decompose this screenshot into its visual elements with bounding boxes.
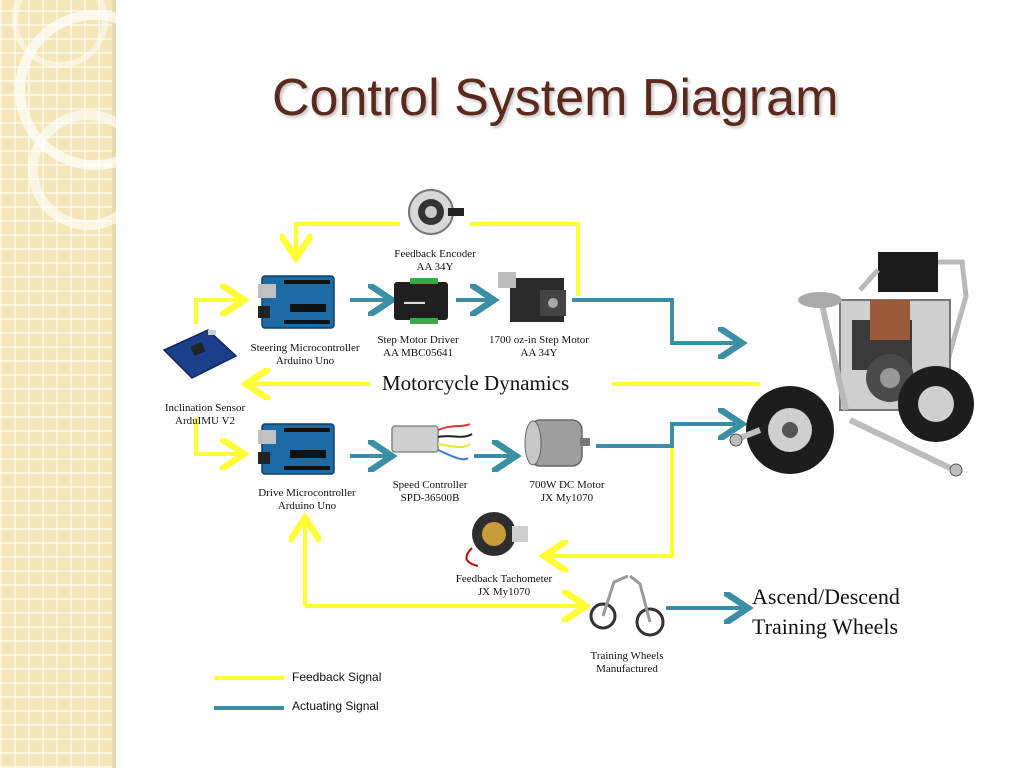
legend-actuating-label: Actuating Signal — [292, 699, 379, 713]
training-wheels-label: Training Wheels Manufactured — [578, 650, 676, 676]
speed-controller-name: Speed Controller — [392, 479, 468, 491]
step-motor-image — [498, 272, 566, 322]
steering-mcu-name: Steering Microcontroller — [250, 342, 360, 354]
legend-feedback-label: Feedback Signal — [292, 670, 382, 684]
feedback-encoder-label: Feedback Encoder AA 34Y — [380, 248, 490, 274]
feedback-tachometer-name: Feedback Tachometer — [455, 573, 553, 585]
step-motor-driver-image: ▬▬▬ — [394, 278, 448, 324]
step-driver-name: Step Motor Driver — [377, 334, 459, 346]
step-motor-model: AA 34Y — [520, 347, 558, 359]
drive-arduino-image — [258, 423, 335, 475]
step-driver-model: AA MBC05641 — [383, 347, 453, 359]
training-wheels-model: Manufactured — [596, 663, 658, 675]
feedback-signal-lines — [194, 222, 760, 606]
dc-motor-label: 700W DC Motor JX My1070 — [512, 479, 622, 505]
steering-mcu-label: Steering Microcontroller Arduino Uno — [240, 342, 370, 368]
drive-mcu-model: Arduino Uno — [277, 500, 337, 512]
dc-motor-name: 700W DC Motor — [529, 479, 605, 491]
speed-controller-label: Speed Controller SPD-36500B — [380, 479, 480, 505]
svg-text:▬▬▬: ▬▬▬ — [404, 299, 425, 306]
inclination-sensor-label: Inclination Sensor ArduIMU V2 — [150, 402, 260, 428]
ascend-descend-line2: Training Wheels — [752, 614, 899, 639]
inclination-sensor-model: ArduIMU V2 — [175, 415, 235, 427]
drive-mcu-name: Drive Microcontroller — [258, 487, 356, 499]
feedback-encoder-image — [408, 189, 464, 235]
motorcycle-image — [729, 252, 974, 477]
motorcycle-dynamics-label: Motorcycle Dynamics — [382, 371, 570, 395]
actuating-signal-lines — [350, 300, 744, 608]
training-wheels-name: Training Wheels — [590, 650, 664, 662]
step-motor-name: 1700 oz-in Step Motor — [489, 334, 589, 346]
step-motor-label: 1700 oz-in Step Motor AA 34Y — [480, 334, 598, 360]
steering-mcu-model: Arduino Uno — [275, 355, 335, 367]
step-driver-label: Step Motor Driver AA MBC05641 — [368, 334, 468, 360]
ascend-descend-annotation: Ascend/Descend Training Wheels — [752, 582, 900, 642]
dc-motor-model: JX My1070 — [540, 492, 594, 504]
drive-mcu-label: Drive Microcontroller Arduino Uno — [248, 487, 366, 513]
side-panel-edge — [112, 0, 116, 768]
feedback-tachometer-image — [465, 512, 528, 567]
speed-controller-model: SPD-36500B — [400, 492, 460, 504]
feedback-tachometer-model: JX My1070 — [477, 586, 531, 598]
inclination-sensor-image — [162, 329, 238, 379]
ascend-descend-line1: Ascend/Descend — [752, 584, 900, 609]
page-title: Control System Diagram — [272, 69, 839, 127]
inclination-sensor-name: Inclination Sensor — [164, 402, 246, 414]
speed-controller-image — [391, 423, 473, 461]
decorative-rings — [12, 0, 175, 230]
dc-motor-image — [524, 419, 590, 467]
steering-arduino-image — [258, 275, 335, 329]
training-wheels-image — [589, 574, 665, 637]
feedback-encoder-model: AA 34Y — [416, 261, 454, 273]
feedback-tachometer-label: Feedback Tachometer JX My1070 — [446, 573, 562, 599]
feedback-encoder-name: Feedback Encoder — [394, 248, 476, 260]
